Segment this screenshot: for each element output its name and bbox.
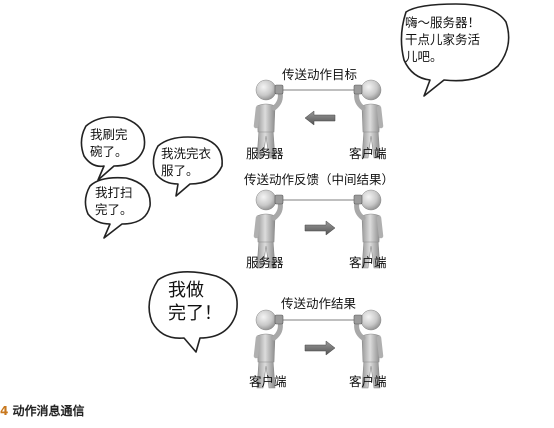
figure-legs [361, 239, 381, 269]
stage-2-right-label: 客户端 [349, 255, 387, 270]
can-phone-icon [274, 84, 284, 95]
figure-torso [256, 333, 276, 363]
figure-torso [361, 333, 381, 363]
bubble-line: 我刷完 [90, 127, 128, 142]
stage-3-right-person [353, 309, 384, 389]
bubble-laundry-text: 我洗完衣 服了。 [161, 145, 211, 179]
stage-3-right-label: 客户端 [349, 374, 387, 389]
stage-1-right-person [353, 79, 384, 159]
figure-arm [376, 335, 384, 359]
speech-bubble-laundry [152, 136, 223, 197]
stage-2-left-person [253, 189, 284, 269]
stage-3-arrow [304, 340, 336, 356]
caption-text: 动作消息通信 [12, 404, 85, 418]
figure-caption: 4 动作消息通信 [0, 402, 85, 419]
bubble-client-request-text: 嗨～服务器！ 干点儿家务活 儿吧。 [405, 14, 480, 65]
figure-arm [376, 215, 384, 239]
bubble-sweep-text: 我打扫 完了。 [95, 184, 133, 218]
figure-arm [376, 105, 384, 129]
can-phone-icon [274, 194, 284, 205]
can-phone-icon [353, 84, 363, 95]
bubble-line: 完了。 [95, 202, 133, 217]
stage-2-heading: 传送动作反馈（中间结果） [244, 172, 395, 187]
figure-head [360, 79, 382, 101]
figure-arm [253, 215, 261, 239]
stage-3-heading: 传送动作结果 [281, 296, 357, 311]
stage-2-left-label: 服务器 [246, 255, 284, 270]
stage-1-right-label: 客户端 [349, 146, 387, 161]
bubble-line: 我洗完衣 [161, 146, 212, 161]
figure-head [360, 189, 382, 211]
stage-1-left-person [253, 79, 284, 159]
stage-2-arrow [304, 220, 336, 236]
figure-torso [361, 213, 381, 243]
bubble-line: 我做 [168, 280, 204, 301]
bubble-done-text: 我做 完了！ [168, 279, 222, 325]
bubble-line: 完了！ [168, 303, 222, 324]
figure-torso [361, 103, 381, 133]
can-phone-icon [274, 314, 284, 325]
speech-bubble-client-request [400, 3, 510, 97]
bubble-line: 碗了。 [90, 144, 128, 159]
stage-2-right-person [353, 189, 384, 269]
speech-bubble-dishes [80, 116, 146, 181]
bubble-line: 干点儿家务活 [405, 32, 481, 47]
bubble-line: 儿吧。 [405, 49, 443, 64]
figure-legs [256, 239, 276, 269]
speech-bubble-sweep [84, 176, 151, 239]
bubble-line: 嗨～服务器！ [405, 15, 481, 30]
figure-head [255, 79, 277, 101]
figure-arm [253, 335, 261, 359]
figure-head [255, 189, 277, 211]
can-phone-icon [353, 194, 363, 205]
stage-1-arrow [304, 110, 336, 126]
figure-legs [256, 359, 276, 389]
figure-arm [253, 105, 261, 129]
bubble-line: 服了。 [161, 163, 199, 178]
can-phone-icon [353, 314, 363, 325]
bubble-line: 我打扫 [95, 185, 133, 200]
figure-head [360, 309, 382, 331]
figure-legs [361, 359, 381, 389]
caption-number: 4 [0, 404, 9, 418]
stage-3-left-person [253, 309, 284, 389]
figure-head [255, 309, 277, 331]
bubble-dishes-text: 我刷完 碗了。 [90, 126, 128, 160]
speech-bubble-done [148, 271, 238, 353]
figure-torso [256, 213, 276, 243]
figure-torso [256, 103, 276, 133]
stage-3-left-label: 客户端 [249, 374, 287, 389]
figure-legs [256, 129, 276, 159]
stage-1-left-label: 服务器 [246, 146, 284, 161]
stage-1-heading: 传送动作目标 [282, 67, 358, 82]
figure-legs [361, 129, 381, 159]
